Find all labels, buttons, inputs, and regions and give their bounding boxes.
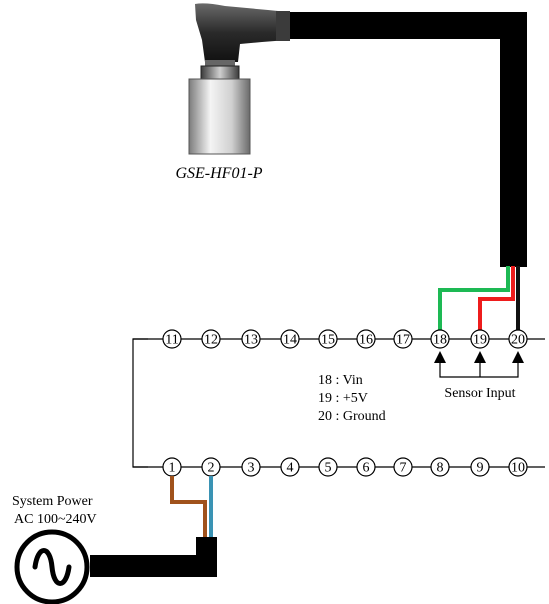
terminal-11: 11 xyxy=(162,329,182,349)
legend-5v: 19 : +5V xyxy=(318,391,368,406)
terminal-circle xyxy=(393,329,413,349)
top-terminals: 11 12 13 14 15 16 17 18 19 20 xyxy=(162,329,528,349)
terminal-number: 20 xyxy=(511,333,525,348)
terminal-3: 3 xyxy=(241,457,261,477)
terminal-circle xyxy=(241,457,261,477)
wire-5v-red xyxy=(478,266,515,330)
power-label-line2: AC 100~240V xyxy=(14,512,97,527)
sensor-cable xyxy=(288,12,527,267)
terminal-5: 5 xyxy=(318,457,338,477)
bottom-terminals: 1 2 3 4 5 6 7 8 9 10 xyxy=(162,457,528,477)
terminal-9: 9 xyxy=(470,457,490,477)
terminal-number: 12 xyxy=(204,333,218,348)
arrow-up-icon xyxy=(474,351,486,363)
sensor-body xyxy=(188,78,251,155)
terminal-12: 12 xyxy=(201,329,221,349)
terminal-circle xyxy=(280,329,300,349)
row-link-bracket xyxy=(132,338,148,468)
wire-power-brown xyxy=(170,476,207,540)
terminal-19: 19 xyxy=(470,329,490,349)
sensor-nut xyxy=(200,65,240,80)
terminal-circle xyxy=(393,457,413,477)
sensor-model-label: GSE-HF01-P xyxy=(175,165,262,182)
terminal-number: 10 xyxy=(511,461,525,476)
terminal-4: 4 xyxy=(280,457,300,477)
terminal-13: 13 xyxy=(241,329,261,349)
terminal-1: 1 xyxy=(162,457,182,477)
terminal-circle xyxy=(318,329,338,349)
terminal-number: 3 xyxy=(248,461,255,476)
power-cable xyxy=(90,537,217,577)
terminal-number: 11 xyxy=(165,333,178,348)
terminal-circle xyxy=(430,457,450,477)
terminal-circle xyxy=(241,329,261,349)
terminal-14: 14 xyxy=(280,329,300,349)
terminal-circle xyxy=(356,457,376,477)
terminal-circle xyxy=(318,457,338,477)
terminal-number: 15 xyxy=(321,333,335,348)
power-wires xyxy=(170,476,213,540)
terminal-number: 6 xyxy=(363,461,370,476)
sine-wave-icon xyxy=(32,548,72,586)
terminal-circle xyxy=(201,329,221,349)
terminal-number: 4 xyxy=(287,461,294,476)
terminal-circle xyxy=(280,457,300,477)
legend-ground: 20 : Ground xyxy=(318,409,386,424)
sensor-connector-head xyxy=(195,3,288,63)
terminal-7: 7 xyxy=(393,457,413,477)
terminal-circle xyxy=(508,457,528,477)
terminal-15: 15 xyxy=(318,329,338,349)
terminal-16: 16 xyxy=(356,329,376,349)
terminal-number: 2 xyxy=(208,461,215,476)
terminal-circle xyxy=(470,329,490,349)
terminal-number: 14 xyxy=(283,333,297,348)
sensor-input-label: Sensor Input xyxy=(444,386,515,401)
terminal-8: 8 xyxy=(430,457,450,477)
terminal-2: 2 xyxy=(201,457,221,477)
terminal-20: 20 xyxy=(508,329,528,349)
terminal-number: 17 xyxy=(396,333,410,348)
arrow-up-icon xyxy=(512,351,524,363)
sensor-connector-ring xyxy=(276,11,290,41)
sensor-wires xyxy=(438,266,520,330)
pin-legend: 18 : Vin 19 : +5V 20 : Ground xyxy=(318,373,386,424)
terminal-number: 1 xyxy=(169,461,176,476)
terminal-circle xyxy=(162,329,182,349)
terminal-circle xyxy=(470,457,490,477)
terminal-circle xyxy=(430,329,450,349)
terminal-circle xyxy=(356,329,376,349)
terminal-number: 18 xyxy=(433,333,447,348)
terminal-18: 18 xyxy=(430,329,450,349)
arrow-up-icon xyxy=(434,351,446,363)
terminal-10: 10 xyxy=(508,457,528,477)
terminal-number: 19 xyxy=(473,333,487,348)
legend-vin: 18 : Vin xyxy=(318,373,363,388)
wire-vin-green xyxy=(438,266,510,330)
sensor-input-bracket: Sensor Input xyxy=(434,351,524,401)
sensor-device: GSE-HF01-P xyxy=(175,3,290,182)
terminal-number: 16 xyxy=(359,333,373,348)
terminal-number: 8 xyxy=(437,461,444,476)
terminal-17: 17 xyxy=(393,329,413,349)
power-label-line1: System Power xyxy=(12,494,93,509)
ac-source-symbol xyxy=(14,529,90,604)
terminal-circle xyxy=(508,329,528,349)
terminal-number: 5 xyxy=(325,461,332,476)
terminal-6: 6 xyxy=(356,457,376,477)
terminal-number: 7 xyxy=(400,461,407,476)
terminal-number: 9 xyxy=(477,461,484,476)
terminal-number: 13 xyxy=(244,333,258,348)
power-label: System Power AC 100~240V xyxy=(12,494,97,527)
